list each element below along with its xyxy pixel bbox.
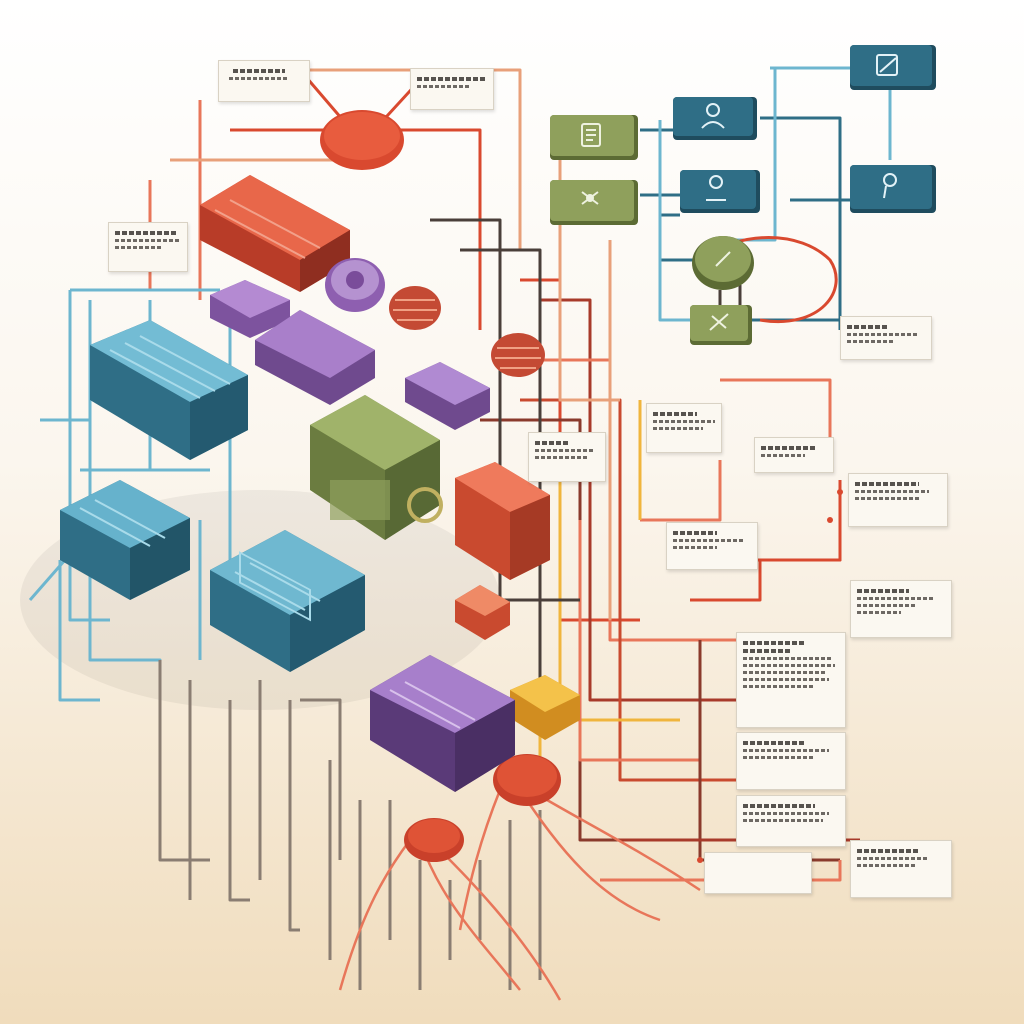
network-icon	[581, 191, 599, 205]
label-box-mid-3	[754, 437, 834, 473]
bottom-wires	[338, 788, 701, 1001]
dark-wires	[158, 660, 542, 990]
label-box-left	[108, 222, 188, 272]
red-server-block	[200, 175, 350, 292]
teal-tile-top	[850, 45, 936, 90]
document-icon	[581, 123, 601, 147]
purple-module-3	[405, 362, 490, 430]
red-hub-middle	[493, 754, 561, 806]
green-tile-small	[690, 305, 752, 345]
label-box-right-3	[850, 580, 952, 638]
blue-storage-3	[210, 530, 365, 672]
green-tile-1	[550, 115, 638, 160]
blue-storage-1	[90, 320, 248, 460]
label-box-top-center	[410, 68, 494, 110]
purple-disk	[325, 258, 385, 312]
red-sphere-cluster	[389, 286, 545, 377]
user-icon	[701, 103, 725, 129]
label-box-mid-4	[666, 522, 758, 570]
blue-storage-2	[60, 480, 190, 600]
teal-tile-search	[850, 165, 936, 213]
label-box-bottom-right-3	[736, 795, 846, 847]
teal-tile-server	[680, 170, 760, 213]
green-hub	[692, 236, 754, 290]
orange-small-module	[455, 585, 510, 640]
red-hub-top	[320, 110, 404, 170]
label-box-mid-2	[528, 432, 606, 482]
label-box-right-1	[840, 316, 932, 360]
label-box-bottom-right-4	[850, 840, 952, 898]
edit-icon	[876, 54, 898, 76]
orange-module	[455, 462, 550, 580]
label-box-bottom-right-2	[736, 732, 846, 790]
yellow-module	[510, 675, 580, 740]
label-box-right-2	[848, 473, 948, 527]
label-box-bottom-empty	[704, 852, 812, 894]
label-box-mid-1	[646, 403, 722, 453]
green-module	[310, 395, 443, 540]
purple-module-1	[210, 280, 290, 338]
server-icon	[706, 175, 726, 201]
purple-module-large	[370, 655, 515, 792]
red-hub-bottom	[404, 818, 464, 862]
green-tile-2	[550, 180, 638, 225]
search-icon	[883, 173, 897, 199]
purple-module-2	[255, 310, 375, 405]
label-box-bottom-right-1	[736, 632, 846, 728]
label-box-top-left	[218, 60, 310, 102]
